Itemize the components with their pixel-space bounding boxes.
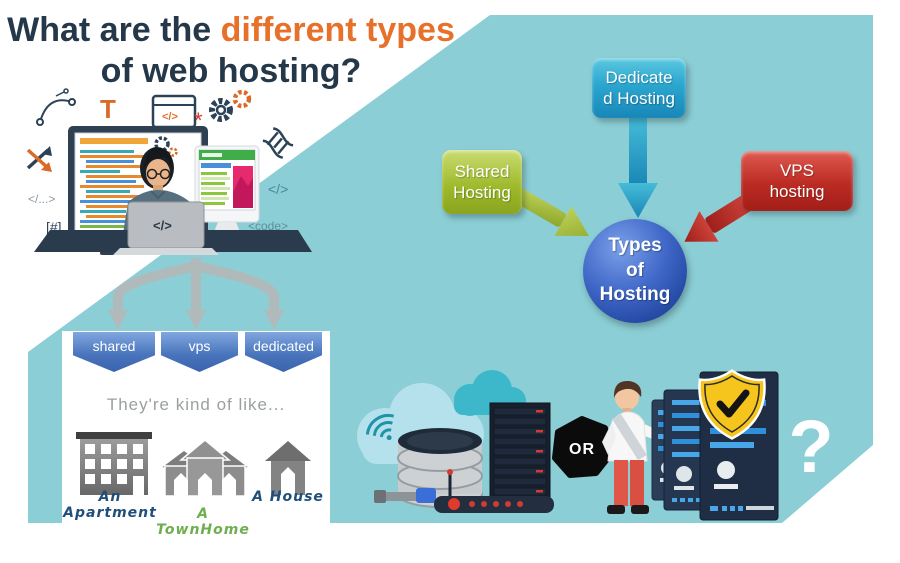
shield-check-icon bbox=[698, 368, 766, 440]
buildings-illustration bbox=[76, 432, 311, 497]
choice-illustration: OR bbox=[357, 368, 834, 521]
apartment-label: An Apartment bbox=[63, 489, 157, 521]
title-line1-prefix: What are the bbox=[7, 11, 221, 49]
pen-tool-icon bbox=[36, 88, 76, 126]
question-mark: ? bbox=[788, 405, 833, 488]
typography-icon: T bbox=[100, 94, 116, 124]
browser-code-label: </> bbox=[162, 111, 178, 123]
branch-arrow bbox=[108, 258, 284, 330]
code-lines bbox=[80, 150, 148, 228]
diagram-arrows bbox=[515, 118, 752, 242]
shared-arrow bbox=[515, 189, 590, 236]
apartment-icon bbox=[76, 432, 152, 495]
code-snippet-right-lower: <code> bbox=[248, 219, 288, 233]
swap-arrows-icon bbox=[26, 146, 52, 172]
server-rack-icon bbox=[489, 402, 551, 511]
developer-illustration: T </> * </...> [#] </> <code> bbox=[26, 88, 312, 255]
townhome-icon bbox=[157, 439, 253, 497]
gear-icon bbox=[209, 89, 252, 122]
dedicated-hosting-box: Dedicate d Hosting bbox=[592, 58, 686, 118]
vps-hosting-box: VPS hosting bbox=[741, 151, 853, 211]
star-icon: * bbox=[194, 108, 203, 133]
router-icon bbox=[374, 469, 554, 513]
laptop-code-label: </> bbox=[153, 218, 172, 233]
laptop: </> bbox=[113, 201, 219, 255]
vps-arrow bbox=[684, 195, 752, 242]
shared-hosting-box: Shared Hosting bbox=[442, 150, 522, 214]
dedicated-arrow bbox=[618, 118, 658, 218]
or-label: OR bbox=[569, 441, 595, 458]
house-icon bbox=[265, 441, 311, 495]
dna-icon bbox=[262, 127, 294, 159]
code-snippet-right-upper: </> bbox=[268, 181, 288, 197]
page-title: What are the different types of web host… bbox=[0, 10, 462, 92]
wifi-icon bbox=[365, 414, 395, 441]
comparison-intro: They're kind of like... bbox=[106, 395, 286, 414]
title-line2: of web hosting? bbox=[100, 52, 362, 90]
code-snippet-left-upper: </...> bbox=[28, 192, 55, 206]
or-badge: OR bbox=[552, 416, 614, 478]
title-line1: What are the different types bbox=[0, 10, 462, 51]
townhome-label: A TownHome bbox=[156, 506, 250, 538]
title-line1-highlight: different types bbox=[220, 11, 455, 49]
webpage-monitor bbox=[194, 145, 260, 232]
types-of-hosting-circle: Types of Hosting bbox=[583, 219, 687, 323]
house-label: A House bbox=[252, 489, 324, 505]
